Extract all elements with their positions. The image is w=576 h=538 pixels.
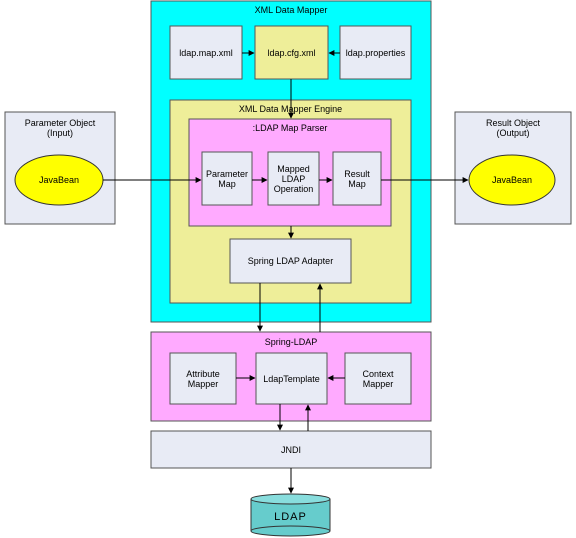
result-javabean-ellipse: [468, 154, 556, 206]
parser-title: :LDAP Map Parser: [252, 123, 328, 133]
parameter-object-title-line-1: Parameter Object: [24, 118, 96, 128]
file-label-properties: ldap.properties: [345, 47, 406, 58]
result-map-label: Result Map: [333, 152, 381, 205]
result-object-title: Result Object (Output): [455, 118, 571, 138]
attribute-mapper-line-2: Mapper: [187, 378, 219, 389]
file-box-properties: [339, 25, 412, 80]
mapped-operation-label: Mapped LDAP Operation: [268, 152, 319, 205]
context-mapper-line-1: Context: [362, 368, 394, 379]
result-javabean-label: JavaBean: [491, 175, 533, 185]
parameter-object-title: Parameter Object (Input): [5, 118, 115, 138]
engine-title: XML Data Mapper Engine: [238, 104, 343, 114]
attribute-mapper-label: Attribute Mapper: [170, 353, 236, 404]
file-box-map: [169, 25, 243, 80]
attribute-mapper-line-1: Attribute: [186, 368, 220, 379]
connector-arrows: [103, 50, 469, 494]
mapped-operation-line-3: Operation: [273, 183, 314, 194]
param-javabean-label: JavaBean: [38, 175, 80, 185]
template-box: [255, 352, 328, 405]
parameter-object-title-line-2: (Input): [46, 128, 73, 138]
context-mapper-line-2: Mapper: [362, 378, 394, 389]
file-label-cfg: ldap.cfg.xml: [267, 47, 316, 58]
jndi-label: JNDI: [281, 444, 301, 455]
template-label: LdapTemplate: [263, 373, 320, 384]
mapped-operation-box: [267, 151, 320, 206]
result-object-title-line-2: (Output): [496, 128, 530, 138]
file-label-map: ldap.map.xml: [179, 47, 233, 58]
xml-data-mapper-title: XML Data Mapper: [254, 5, 328, 15]
parameter-map-line-2: Map: [218, 178, 236, 189]
result-map-line-1: Result: [344, 168, 370, 179]
ldap-label: LDAP: [274, 511, 307, 523]
result-object-title-line-1: Result Object: [485, 118, 541, 128]
spring-ldap-title: Spring-LDAP: [264, 337, 318, 347]
adapter-label: Spring LDAP Adapter: [247, 256, 334, 266]
adapter-box: [229, 238, 352, 284]
ldap-database-icon: [250, 493, 331, 537]
mapped-operation-line-1: Mapped: [277, 163, 310, 174]
result-map-line-2: Map: [348, 178, 366, 189]
mapped-operation-line-2: LDAP: [281, 173, 306, 184]
parameter-map-label: Parameter Map: [202, 152, 252, 205]
parameter-map-box: [201, 151, 253, 206]
parameter-map-line-1: Parameter: [205, 168, 249, 179]
context-mapper-label: Context Mapper: [345, 353, 411, 404]
result-map-box: [332, 151, 382, 206]
